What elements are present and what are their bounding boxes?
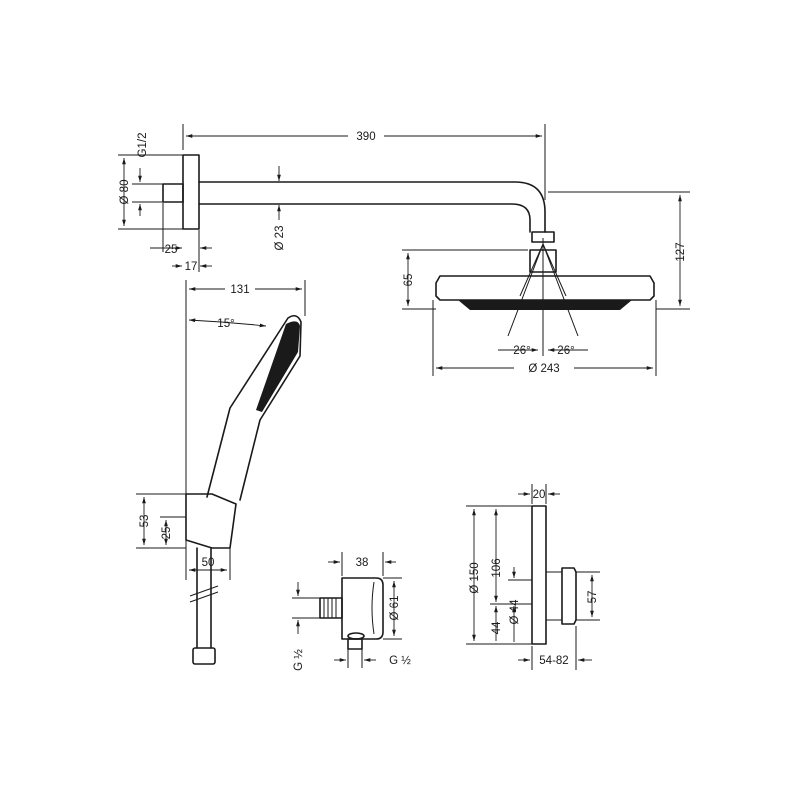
thermostat-dimensions: 20 Ø 150 106 44 Ø 44 57 54-82 — [466, 484, 600, 670]
spray-angle-right-label: 26° — [557, 345, 574, 357]
outlet-thread-stub — [319, 597, 343, 619]
thermostat-mid-label: 44 — [491, 621, 503, 634]
holder-width-label: 50 — [202, 557, 215, 569]
wall-flange — [182, 154, 200, 230]
wall-outlet-assembly — [319, 577, 384, 650]
hose-nut — [192, 647, 216, 665]
thermostat-height-label: Ø 150 — [469, 562, 481, 593]
shower-hose — [196, 547, 212, 649]
wall-outlet-dimensions: 38 Ø 61 G ½ G ½ — [292, 552, 411, 671]
thermostat-depth-label: 20 — [533, 489, 546, 501]
flange-offset-label: 25 — [165, 244, 178, 256]
outlet-connector — [347, 632, 365, 640]
outlet-thread-bottom-label: G ½ — [389, 655, 411, 667]
holder-height-label: 53 — [139, 515, 151, 528]
handshower-angle-label: 15° — [217, 318, 234, 330]
hand-shower — [206, 314, 302, 501]
outlet-bottom-thread — [347, 638, 363, 650]
shower-arm — [198, 181, 546, 233]
thermostat-knob — [561, 567, 577, 625]
arm-dimensions: 390 Ø 80 G1/2 Ø 23 25 17 127 65 — [118, 124, 690, 376]
arm-thread-stub — [162, 183, 184, 203]
spray-angle-left-label: 26° — [513, 345, 530, 357]
outlet-thread-left-label: G ½ — [293, 649, 305, 671]
head-nozzles — [458, 300, 632, 310]
thermostat-assembly — [531, 505, 577, 645]
thermostat-knob-label: 57 — [587, 591, 599, 604]
hand-shower-head-face — [256, 321, 300, 412]
holder-offset-label: 25 — [161, 527, 173, 540]
handshower-length-label: 131 — [230, 284, 249, 296]
head-diameter-label: Ø 243 — [528, 363, 559, 375]
hand-shower-assembly — [185, 314, 302, 665]
thermostat-upper-label: 106 — [491, 558, 503, 577]
thermostat-projection-label: 54-82 — [539, 655, 568, 667]
flange-depth-label: 17 — [185, 261, 198, 273]
spray-lines — [507, 243, 579, 337]
outlet-depth-label: 38 — [356, 557, 369, 569]
thermostat-lower-label: Ø 44 — [509, 599, 521, 625]
head-height-total-label: 127 — [675, 242, 687, 261]
head-height-label: 65 — [403, 274, 415, 287]
overhead-shower-head — [435, 275, 655, 301]
thread-top-label: G1/2 — [137, 133, 149, 158]
thermostat-plate — [531, 505, 547, 645]
outlet-diameter-label: Ø 61 — [389, 596, 401, 621]
arm-diameter-label: Ø 23 — [274, 226, 286, 251]
wall-holder — [185, 493, 237, 549]
hand-shower-dimensions: 131 15° 53 25 50 — [136, 280, 306, 580]
shower-arm-assembly — [162, 154, 655, 356]
flange-diameter-label: Ø 80 — [119, 180, 131, 205]
arm-length-label: 390 — [356, 131, 375, 143]
wall-outlet-body — [341, 577, 384, 640]
head-neck — [529, 249, 557, 273]
